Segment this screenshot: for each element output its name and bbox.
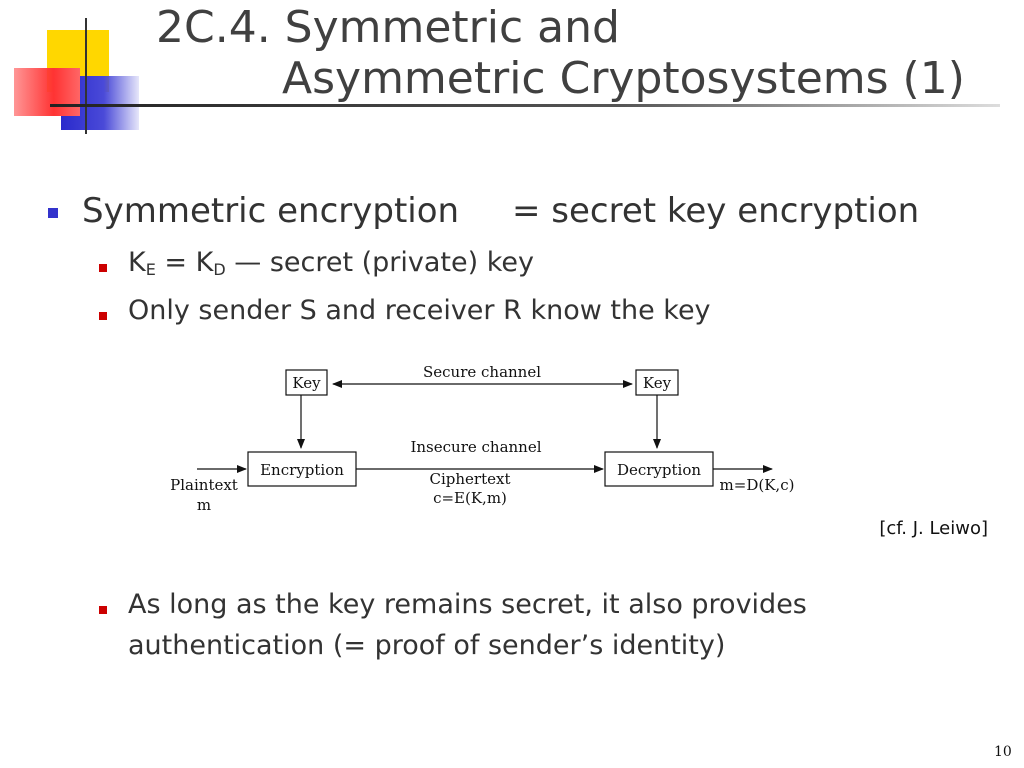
decryption-label: Decryption bbox=[617, 461, 701, 479]
key-label-left: Key bbox=[292, 374, 321, 392]
plaintext-variable: m bbox=[197, 496, 211, 514]
sub-bullet-text-line2: authentication (= proof of sender’s iden… bbox=[128, 630, 726, 661]
output-formula: m=D(K,c) bbox=[720, 476, 795, 494]
slide-title-line1: 2C.4. Symmetric and bbox=[156, 2, 620, 53]
slide-title-line2: Asymmetric Cryptosystems (1) bbox=[282, 53, 965, 104]
logo-red-square bbox=[14, 68, 80, 116]
secure-channel-label: Secure channel bbox=[423, 363, 541, 381]
ciphertext-formula: c=E(K,m) bbox=[433, 489, 507, 507]
sub-bullet-marker bbox=[99, 312, 107, 320]
key-box-left bbox=[285, 369, 328, 396]
bullet-text-right: = secret key encryption bbox=[512, 191, 920, 231]
equals-k: = K bbox=[155, 247, 214, 278]
sub-bullet-text: Only sender S and receiver R know the ke… bbox=[128, 295, 711, 326]
insecure-channel-label: Insecure channel bbox=[410, 438, 541, 456]
sub-bullet-key-equation: KE = KD — secret (private) key bbox=[128, 249, 534, 278]
sub-bullet-text-line1: As long as the key remains secret, it al… bbox=[128, 589, 807, 620]
encryption-label: Encryption bbox=[260, 461, 344, 479]
key-description: — secret (private) key bbox=[225, 247, 535, 278]
citation: [cf. J. Leiwo] bbox=[879, 518, 988, 539]
key-label-right: Key bbox=[643, 374, 672, 392]
ciphertext-label: Ciphertext bbox=[430, 470, 511, 488]
sub-bullet-marker bbox=[99, 264, 107, 272]
subscript-e: E bbox=[145, 260, 156, 279]
sub-bullet-marker bbox=[99, 606, 107, 614]
subscript-d: D bbox=[213, 260, 226, 279]
title-underline bbox=[50, 104, 1000, 107]
bullet-text-left: Symmetric encryption bbox=[82, 191, 460, 231]
plaintext-label: Plaintext bbox=[170, 476, 238, 494]
page-number: 10 bbox=[994, 744, 1012, 760]
bullet-marker bbox=[48, 208, 58, 218]
key-k-left: K bbox=[128, 247, 146, 278]
logo-vertical-line bbox=[85, 18, 87, 134]
